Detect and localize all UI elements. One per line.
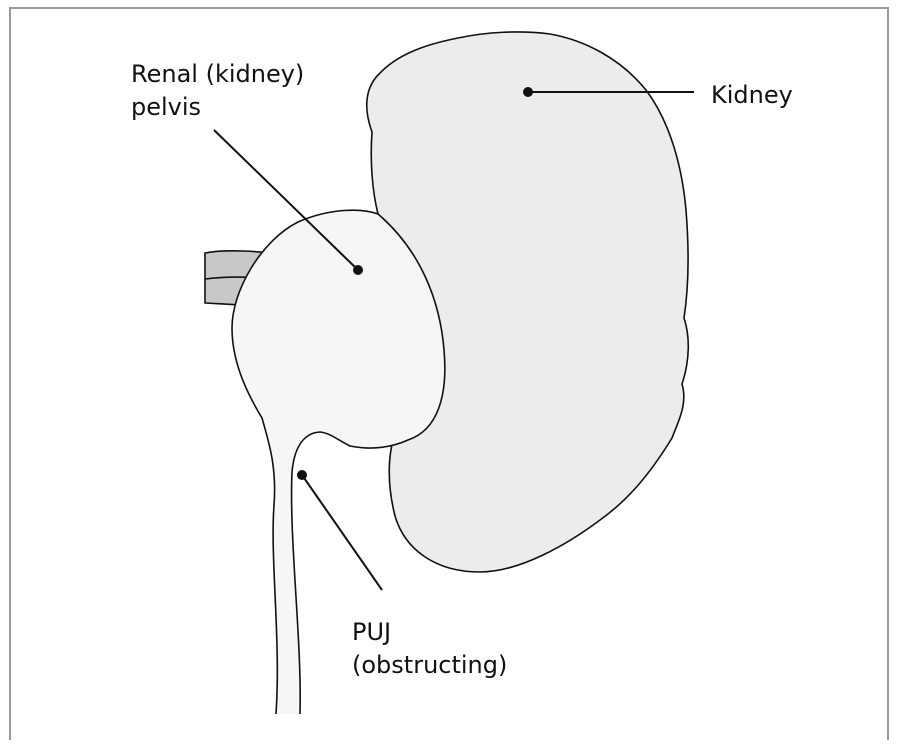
puj-leader xyxy=(302,475,382,590)
renal-pelvis-dot xyxy=(353,265,363,275)
puj-label-line2: (obstructing) xyxy=(352,651,507,679)
renal-pelvis-label-line1: Renal (kidney) xyxy=(131,60,304,88)
puj-label-line1: PUJ xyxy=(352,618,391,646)
renal-pelvis-label: Renal (kidney) pelvis xyxy=(131,60,312,121)
kidney-dot xyxy=(523,87,533,97)
puj-dot xyxy=(297,470,307,480)
kidney-label: Kidney xyxy=(711,81,793,109)
puj-label: PUJ (obstructing) xyxy=(352,618,507,679)
renal-pelvis-label-line2: pelvis xyxy=(131,93,201,121)
